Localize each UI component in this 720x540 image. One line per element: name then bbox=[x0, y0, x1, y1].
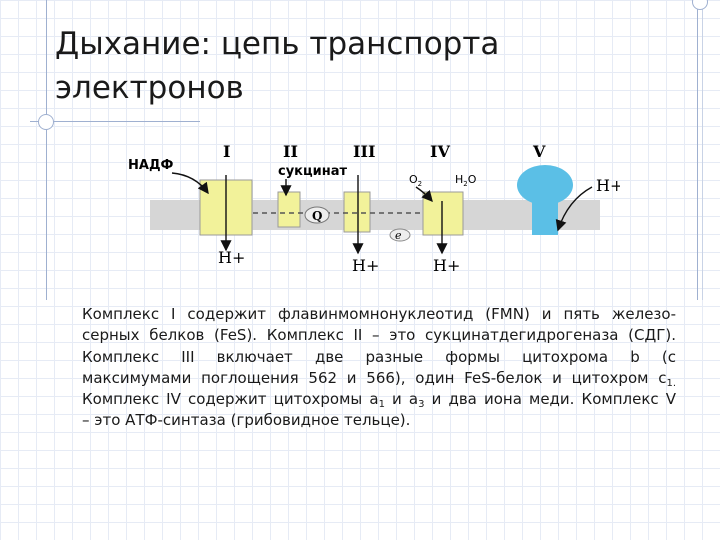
complex-label: I bbox=[223, 142, 230, 161]
title-line: Дыхание: цепь транспорта bbox=[55, 22, 655, 66]
text-line: серных белков (FeS). Комплекс II – это с… bbox=[82, 325, 676, 346]
complex-label: II bbox=[283, 142, 298, 161]
complex-label: III bbox=[353, 142, 375, 161]
complex-III bbox=[344, 192, 370, 232]
h-plus-label: H+ bbox=[596, 176, 620, 195]
complex-label: V bbox=[532, 142, 546, 161]
decor-line bbox=[46, 0, 47, 300]
atp-synthase-stalk bbox=[532, 197, 558, 235]
h-plus-label: H+ bbox=[352, 256, 379, 275]
text-line: Комплекс I содержит флавинмомнонуклеотид… bbox=[82, 304, 676, 325]
text-line: Комплекс III включает две разные формы ц… bbox=[82, 347, 676, 368]
complex-label: IV bbox=[430, 142, 450, 161]
body-text: Комплекс I содержит флавинмомнонуклеотид… bbox=[82, 304, 676, 432]
text-line: – это АТФ-синтаза (грибовидное тельце). bbox=[82, 410, 676, 431]
complex-II bbox=[278, 192, 300, 227]
o2-label: O2 bbox=[409, 173, 422, 188]
nadh-label: НАДФ bbox=[128, 158, 174, 173]
text-line: максимумами поглощения 562 и 566), один … bbox=[82, 368, 676, 389]
decor-circle bbox=[38, 114, 54, 130]
h-plus-label: H+ bbox=[218, 248, 245, 267]
electron-transport-diagram: I II III IV V НАДФ сукцинат O2 H2O Q e H… bbox=[120, 135, 620, 285]
decor-line bbox=[697, 0, 698, 300]
electron-label: e bbox=[395, 229, 402, 242]
h2o-label: H2O bbox=[455, 173, 477, 188]
decor-line bbox=[702, 0, 703, 300]
decor-line bbox=[30, 121, 200, 122]
title-line: электронов bbox=[55, 66, 655, 110]
text-line: Комплекс IV содержит цитохромы а1 и а3 и… bbox=[82, 389, 676, 410]
slide-title: Дыхание: цепь транспорта электронов bbox=[55, 22, 655, 110]
succinate-label: сукцинат bbox=[278, 164, 348, 179]
q-label: Q bbox=[312, 209, 322, 223]
h-plus-label: H+ bbox=[433, 256, 460, 275]
